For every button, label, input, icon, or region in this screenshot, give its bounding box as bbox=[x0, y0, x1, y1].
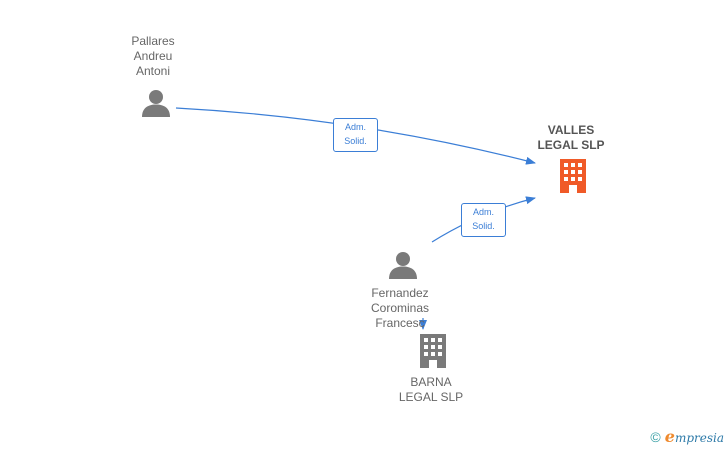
edge-label-pallares-valles: Adm. Solid. bbox=[333, 118, 378, 152]
edge-label-line: Solid. bbox=[472, 221, 495, 231]
company-label-valles[interactable]: VALLES LEGAL SLP bbox=[521, 123, 621, 153]
brand-logo: empresia bbox=[665, 427, 724, 447]
person-icon[interactable] bbox=[141, 89, 171, 117]
building-icon[interactable] bbox=[557, 159, 589, 193]
company-label-line: LEGAL SLP bbox=[398, 390, 464, 404]
company-label-line: VALLES bbox=[547, 123, 595, 137]
person-label-line: Andreu bbox=[133, 49, 173, 63]
person-label-line: Francesc bbox=[375, 316, 425, 330]
building-icon[interactable] bbox=[417, 334, 449, 368]
person-label-line: Fernandez bbox=[371, 286, 429, 300]
copyright-icon: © bbox=[650, 429, 661, 445]
person-label-pallares[interactable]: Pallares Andreu Antoni bbox=[113, 34, 193, 79]
person-label-fernandez[interactable]: Fernandez Corominas Francesc bbox=[355, 286, 445, 331]
edge-label-line: Adm. bbox=[472, 207, 494, 217]
brand-name: mpresia bbox=[674, 431, 724, 445]
edge-label-line: Solid. bbox=[344, 136, 367, 146]
brand-watermark: © empresia bbox=[650, 427, 724, 447]
person-label-line: Pallares bbox=[131, 34, 175, 48]
brand-initial: e bbox=[664, 427, 675, 446]
person-label-line: Antoni bbox=[135, 64, 171, 78]
company-label-line: LEGAL SLP bbox=[537, 138, 605, 152]
person-icon[interactable] bbox=[388, 251, 418, 279]
person-label-line: Corominas bbox=[370, 301, 430, 315]
edge-label-line: Adm. bbox=[344, 122, 366, 132]
edge-label-fernandez-valles: Adm. Solid. bbox=[461, 203, 506, 237]
company-label-line: BARNA bbox=[410, 375, 452, 389]
company-label-barna[interactable]: BARNA LEGAL SLP bbox=[381, 375, 481, 405]
